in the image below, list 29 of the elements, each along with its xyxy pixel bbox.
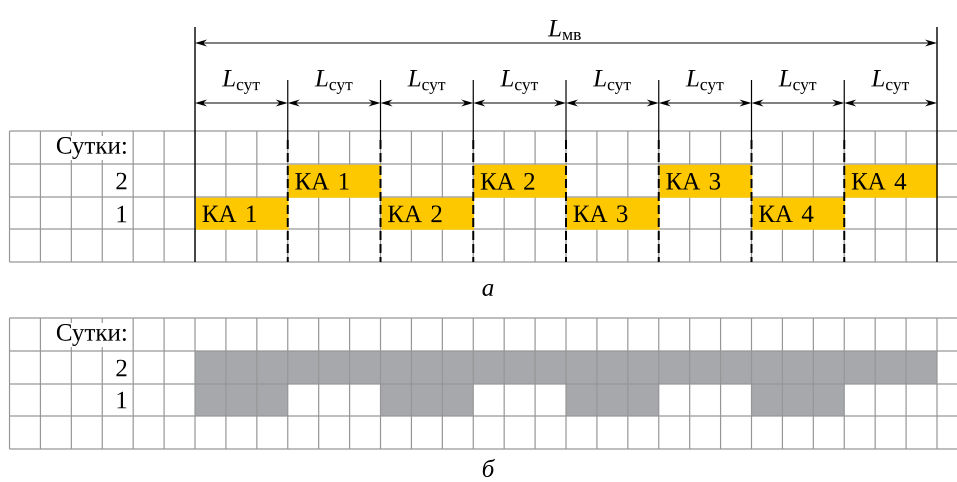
satellite-bar: КА 4	[752, 198, 846, 230]
occupancy-bar	[566, 384, 659, 416]
occupancy-bar	[380, 384, 474, 416]
row-header: Сутки:	[54, 136, 129, 160]
dimension-label: L$_{сут}$	[221, 69, 262, 95]
dimension-label: L$_{сут}$	[314, 69, 354, 95]
row-header: Сутки:	[54, 323, 129, 347]
dimension-label: L$_{сут}$	[499, 69, 540, 95]
row-number: 2	[114, 358, 129, 378]
dimension-label: L$_{сут}$	[592, 69, 633, 95]
dimension-label: L$_{сут}$	[684, 69, 726, 95]
satellite-bar: КА 2	[381, 198, 474, 230]
satellite-bar: КА 1	[196, 198, 289, 230]
panel-caption: б	[480, 458, 496, 478]
satellite-bar: КА 3	[566, 198, 660, 230]
occupancy-bar	[195, 384, 288, 416]
occupancy-bar	[752, 384, 844, 416]
satellite-bar: КА 1	[288, 164, 382, 198]
panel-caption: а	[480, 282, 496, 297]
dimension-label: L$_{сут}$	[406, 69, 448, 95]
row-number: 1	[114, 204, 129, 224]
dimension-label: L$_{сут}$	[870, 69, 911, 95]
row-number: 1	[114, 390, 129, 410]
satellite-bar: КА 2	[474, 164, 567, 198]
satellite-bar: КА 4	[845, 164, 938, 198]
row-number: 2	[114, 172, 129, 190]
satellite-bar: КА 3	[660, 164, 752, 198]
dimension-label: L$_{сут}$	[778, 69, 818, 95]
dimension-label: L$_{мв}$	[547, 18, 583, 42]
